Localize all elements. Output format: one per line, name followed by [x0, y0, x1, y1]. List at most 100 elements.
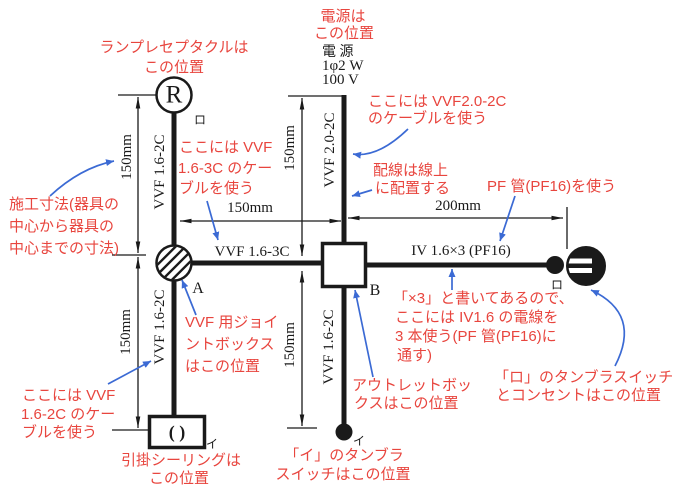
- devices: R ロ A B ( ) イ イ: [147, 76, 606, 451]
- note-vvf162-line3: ブルを使う: [22, 423, 97, 441]
- note-dim-line2: 中心から器具の: [9, 218, 114, 235]
- note-switch-i: 「イ」のタンブラ スイッチはこの位置: [275, 446, 410, 483]
- note-x3-line3: 3 本使う(PF 管(PF16)に: [395, 328, 557, 345]
- note-online-line1: 配線は線上: [373, 162, 448, 179]
- dim-label-center-top: 150mm: [282, 125, 298, 171]
- note-switch-i-line2: スイッチはこの位置: [275, 466, 410, 483]
- note-x3-line4: 通す): [397, 347, 432, 364]
- note-joint-line1: VVF 用ジョイ: [185, 314, 278, 331]
- note-vvf20-line1: ここには VVF2.0-2C: [368, 93, 507, 110]
- note-lamp-line2: この位置: [144, 59, 204, 76]
- arrow-vvf163-note: [206, 200, 220, 241]
- cable-label-center-bottom: VVF 1.6-2C: [321, 309, 337, 384]
- outlet-box-symbol: B: [320, 241, 381, 299]
- extension-ticks: [112, 94, 568, 431]
- note-switch-ro-line1: 「ロ」のタンブラスイッチ: [494, 368, 673, 386]
- note-vvf163-line3: ブルを使う: [179, 179, 254, 197]
- note-x3-line2: ここには IV1.6 の電線を: [395, 309, 558, 326]
- arrow-switch-ro-note: [590, 289, 626, 367]
- arrow-vvf20-note: [352, 128, 409, 159]
- lamp-letter: R: [166, 82, 183, 109]
- note-pf: PF 管(PF16)を使う: [487, 178, 616, 195]
- note-dim-line1: 施工寸法(器具の: [9, 196, 119, 213]
- note-outletbox: アウトレットボッ クスはこの位置: [352, 377, 472, 412]
- note-vvf20-line2: のケーブルを使う: [368, 109, 487, 127]
- ceiling-rect: [147, 414, 207, 450]
- note-joint-line2: ントボックス: [185, 336, 275, 353]
- note-vvf163-line2: 1.6-3C のケー: [178, 160, 272, 177]
- lamp-receptacle-symbol: R ロ: [155, 76, 206, 127]
- dim-label-center-bottom: 150mm: [282, 322, 298, 368]
- dim-label-left-top: 150mm: [119, 134, 135, 180]
- note-source: 電源は この位置: [314, 8, 374, 42]
- note-vvf162-line2: 1.6-2C のケー: [21, 406, 115, 423]
- note-outletbox-line2: クスはこの位置: [354, 395, 459, 412]
- note-vvf20: ここには VVF2.0-2C のケーブルを使う: [368, 93, 507, 127]
- arrow-pf-note: [499, 195, 516, 242]
- switch-i-symbol: イ: [335, 423, 365, 448]
- note-dim: 施工寸法(器具の 中心から器具の 中心までの寸法): [9, 196, 119, 257]
- arrow-outletbox-note: [353, 289, 374, 378]
- power-spec: 1φ2 W: [322, 58, 364, 74]
- cable-label-left-bottom: VVF 1.6-2C: [152, 289, 168, 364]
- arrow-dim-note: [49, 159, 115, 197]
- power-title: 電 源: [322, 44, 354, 60]
- switch-ro-symbol: ロ: [546, 256, 564, 292]
- pointer-arrows: [49, 128, 626, 385]
- note-switch-i-line1: 「イ」のタンブラ: [284, 446, 404, 464]
- note-ceiling-line1: 引掛シーリングは: [121, 452, 241, 469]
- note-joint: VVF 用ジョイ ントボックス はこの位置: [185, 314, 278, 375]
- note-vvf162-line1: ここには VVF: [22, 387, 115, 404]
- joint-box-symbol: A: [155, 244, 204, 297]
- note-joint-line3: はこの位置: [185, 358, 260, 375]
- switch-i-circuit-label: イ: [353, 434, 365, 448]
- switch-i-dot: [335, 423, 353, 441]
- ceiling-glyph: ( ): [169, 422, 186, 443]
- note-pf-line1: PF 管(PF16)を使う: [487, 178, 616, 195]
- note-source-line1: 電源は: [320, 8, 365, 25]
- note-vvf163: ここには VVF 1.6-3C のケー ブルを使う: [178, 139, 272, 197]
- note-outletbox-line1: アウトレットボッ: [352, 377, 472, 394]
- note-switch-ro: 「ロ」のタンブラスイッチ とコンセントはこの位置: [494, 368, 673, 404]
- note-ceiling: 引掛シーリングは この位置: [121, 452, 241, 487]
- red-annotations: ランプレセプタクルは この位置 電源は この位置 ここには VVF2.0-2C …: [9, 8, 673, 487]
- cable-label-conduit: IV 1.6×3 (PF16): [411, 243, 510, 259]
- note-x3: 「×3」と書いてあるので、 ここには IV1.6 の電線を 3 本使う(PF 管…: [393, 290, 574, 364]
- switch-ro-circuit-label: ロ: [551, 278, 563, 292]
- power-voltage: 100 V: [322, 72, 359, 88]
- dim-label-left-bottom: 150mm: [118, 309, 134, 355]
- note-source-line2: この位置: [314, 25, 374, 42]
- outlet-box-letter: B: [370, 282, 381, 299]
- cable-label-left-top: VVF 1.6-2C: [152, 134, 168, 209]
- ceiling-rose-symbol: ( ) イ: [147, 414, 218, 451]
- lamp-circle: [155, 76, 193, 114]
- note-vvf163-line1: ここには VVF: [179, 139, 272, 156]
- note-online: 配線は線上 に配置する: [373, 162, 450, 197]
- cable-labels: VVF 1.6-2C VVF 1.6-2C VVF 2.0-2C VVF 1.6…: [152, 112, 511, 384]
- receptacle-outlet-symbol: [566, 246, 606, 286]
- joint-circle: [155, 244, 193, 282]
- note-dim-line3: 中心までの寸法): [9, 240, 119, 257]
- arrow-joint-note: [181, 279, 197, 316]
- joint-letter: A: [192, 280, 204, 297]
- dimension-texts: 150mm 150mm 150mm 150mm 150mm 200mm: [118, 125, 481, 368]
- note-switch-ro-line2: とコンセントはこの位置: [496, 387, 661, 404]
- note-x3-line1: 「×3」と書いてあるので、: [393, 290, 574, 307]
- dim-label-ab: 150mm: [227, 200, 273, 216]
- note-vvf162: ここには VVF 1.6-2C のケー ブルを使う: [21, 387, 115, 441]
- note-ceiling-line2: この位置: [149, 470, 209, 487]
- cable-label-center-top: VVF 2.0-2C: [322, 112, 338, 187]
- lamp-circuit-label: ロ: [194, 113, 206, 127]
- outlet-circle: [566, 246, 606, 286]
- ceiling-circuit-label: イ: [206, 437, 218, 451]
- outlet-box-rect: [320, 241, 368, 289]
- power-source-text: 電 源 1φ2 W 100 V: [322, 44, 364, 88]
- joint-hatching: [157, 246, 191, 280]
- note-online-line2: に配置する: [375, 180, 450, 197]
- note-lamp: ランプレセプタクルは この位置: [99, 39, 248, 76]
- dim-label-right: 200mm: [435, 198, 481, 214]
- outlet-slits: [568, 258, 592, 273]
- note-lamp-line1: ランプレセプタクルは: [99, 39, 248, 56]
- arrow-vvf162-note: [107, 360, 152, 385]
